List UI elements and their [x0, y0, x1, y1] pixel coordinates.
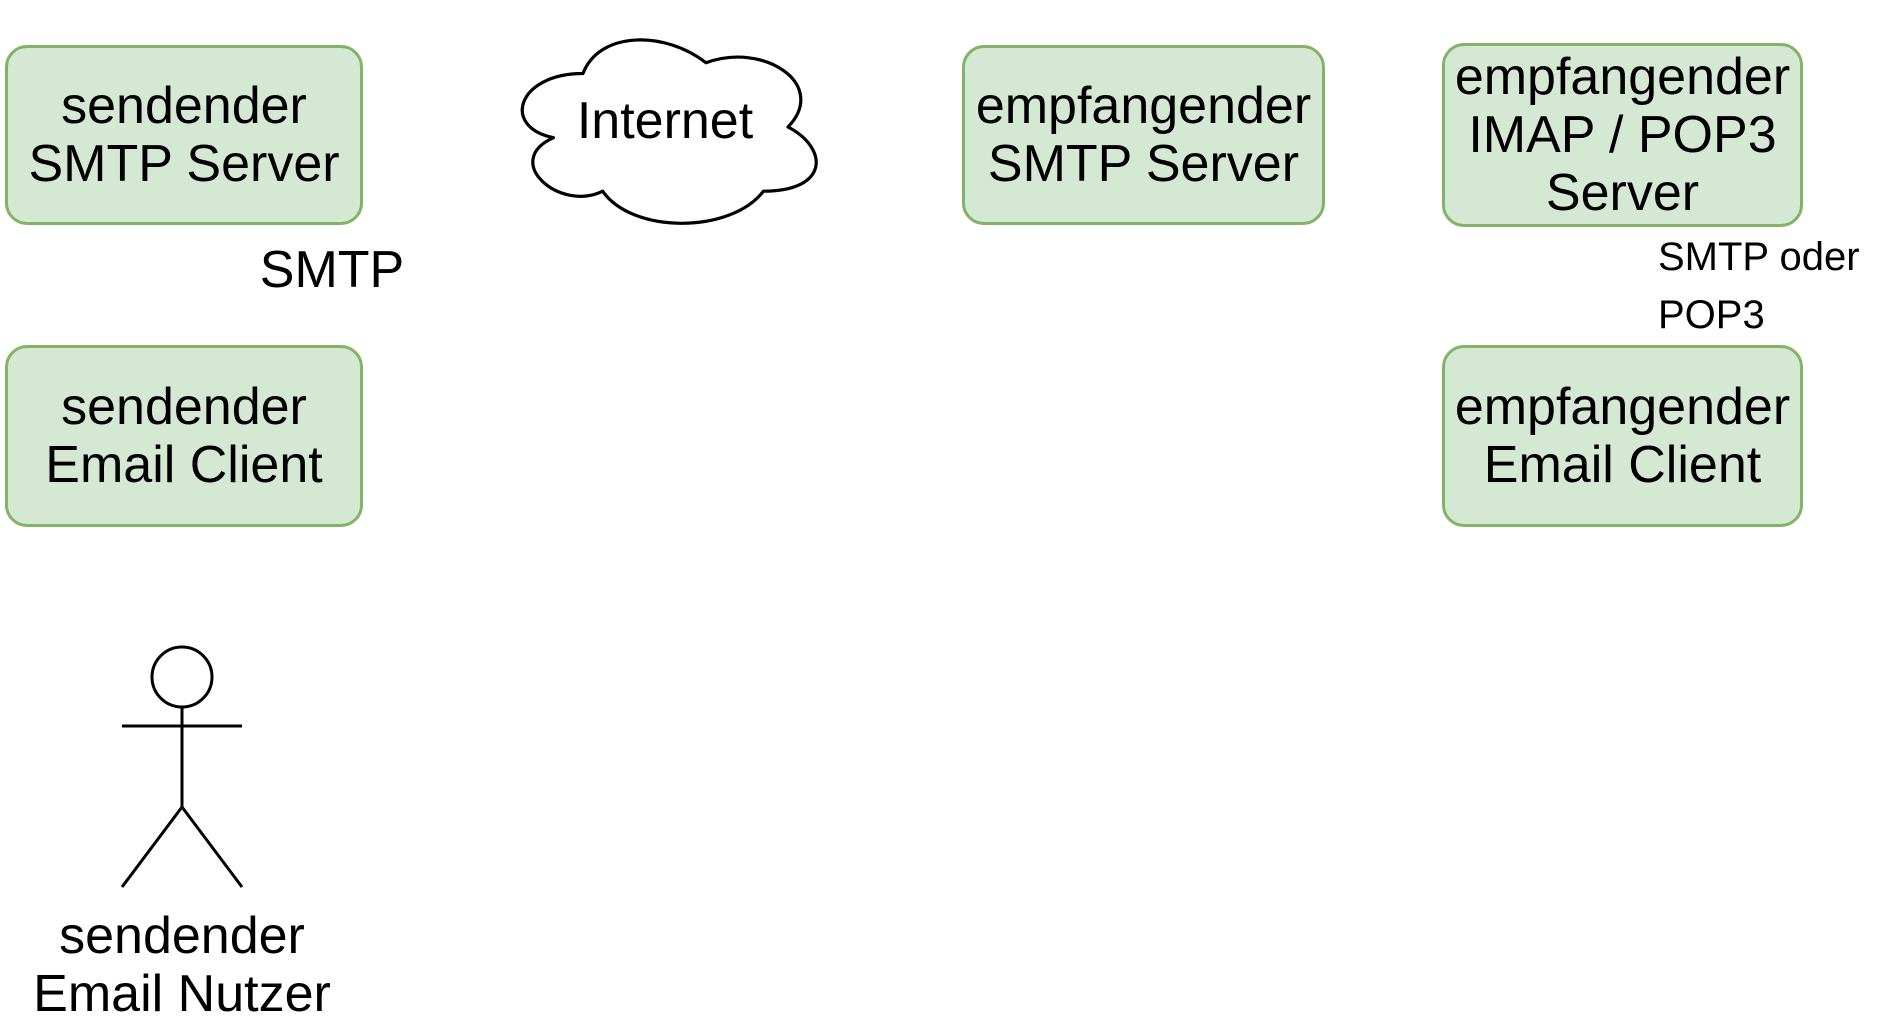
node-sender-email-user-label: sendender Email Nutzer — [33, 907, 331, 1023]
node-internet-cloud: Internet — [501, 20, 829, 234]
edge-label-smtp-oder-pop3: SMTP oder POP3 — [1658, 235, 1860, 337]
node-receiver-smtp-server-label: empfangender SMTP Server — [975, 77, 1312, 193]
node-sender-email-client: sendender Email Client — [5, 345, 363, 527]
actor-stick-figure-icon — [120, 645, 244, 888]
node-receiver-email-client-label: empfangender Email Client — [1454, 378, 1791, 494]
node-receiver-imap-pop3-server-label: empfangender IMAP / POP3 Server — [1454, 48, 1791, 222]
node-sender-smtp-server-label: sendender SMTP Server — [28, 77, 340, 193]
node-sender-email-client-label: sendender Email Client — [45, 378, 323, 494]
node-receiver-imap-pop3-server: empfangender IMAP / POP3 Server — [1442, 43, 1803, 227]
node-sender-email-user — [100, 640, 264, 900]
node-internet-cloud-label: Internet — [576, 92, 754, 150]
node-receiver-smtp-server: empfangender SMTP Server — [962, 45, 1325, 225]
internet-cloud-icon — [501, 20, 829, 234]
node-receiver-email-client: empfangender Email Client — [1442, 345, 1803, 527]
node-sender-smtp-server: sendender SMTP Server — [5, 45, 363, 225]
edge-label-smtp: SMTP — [259, 241, 405, 299]
